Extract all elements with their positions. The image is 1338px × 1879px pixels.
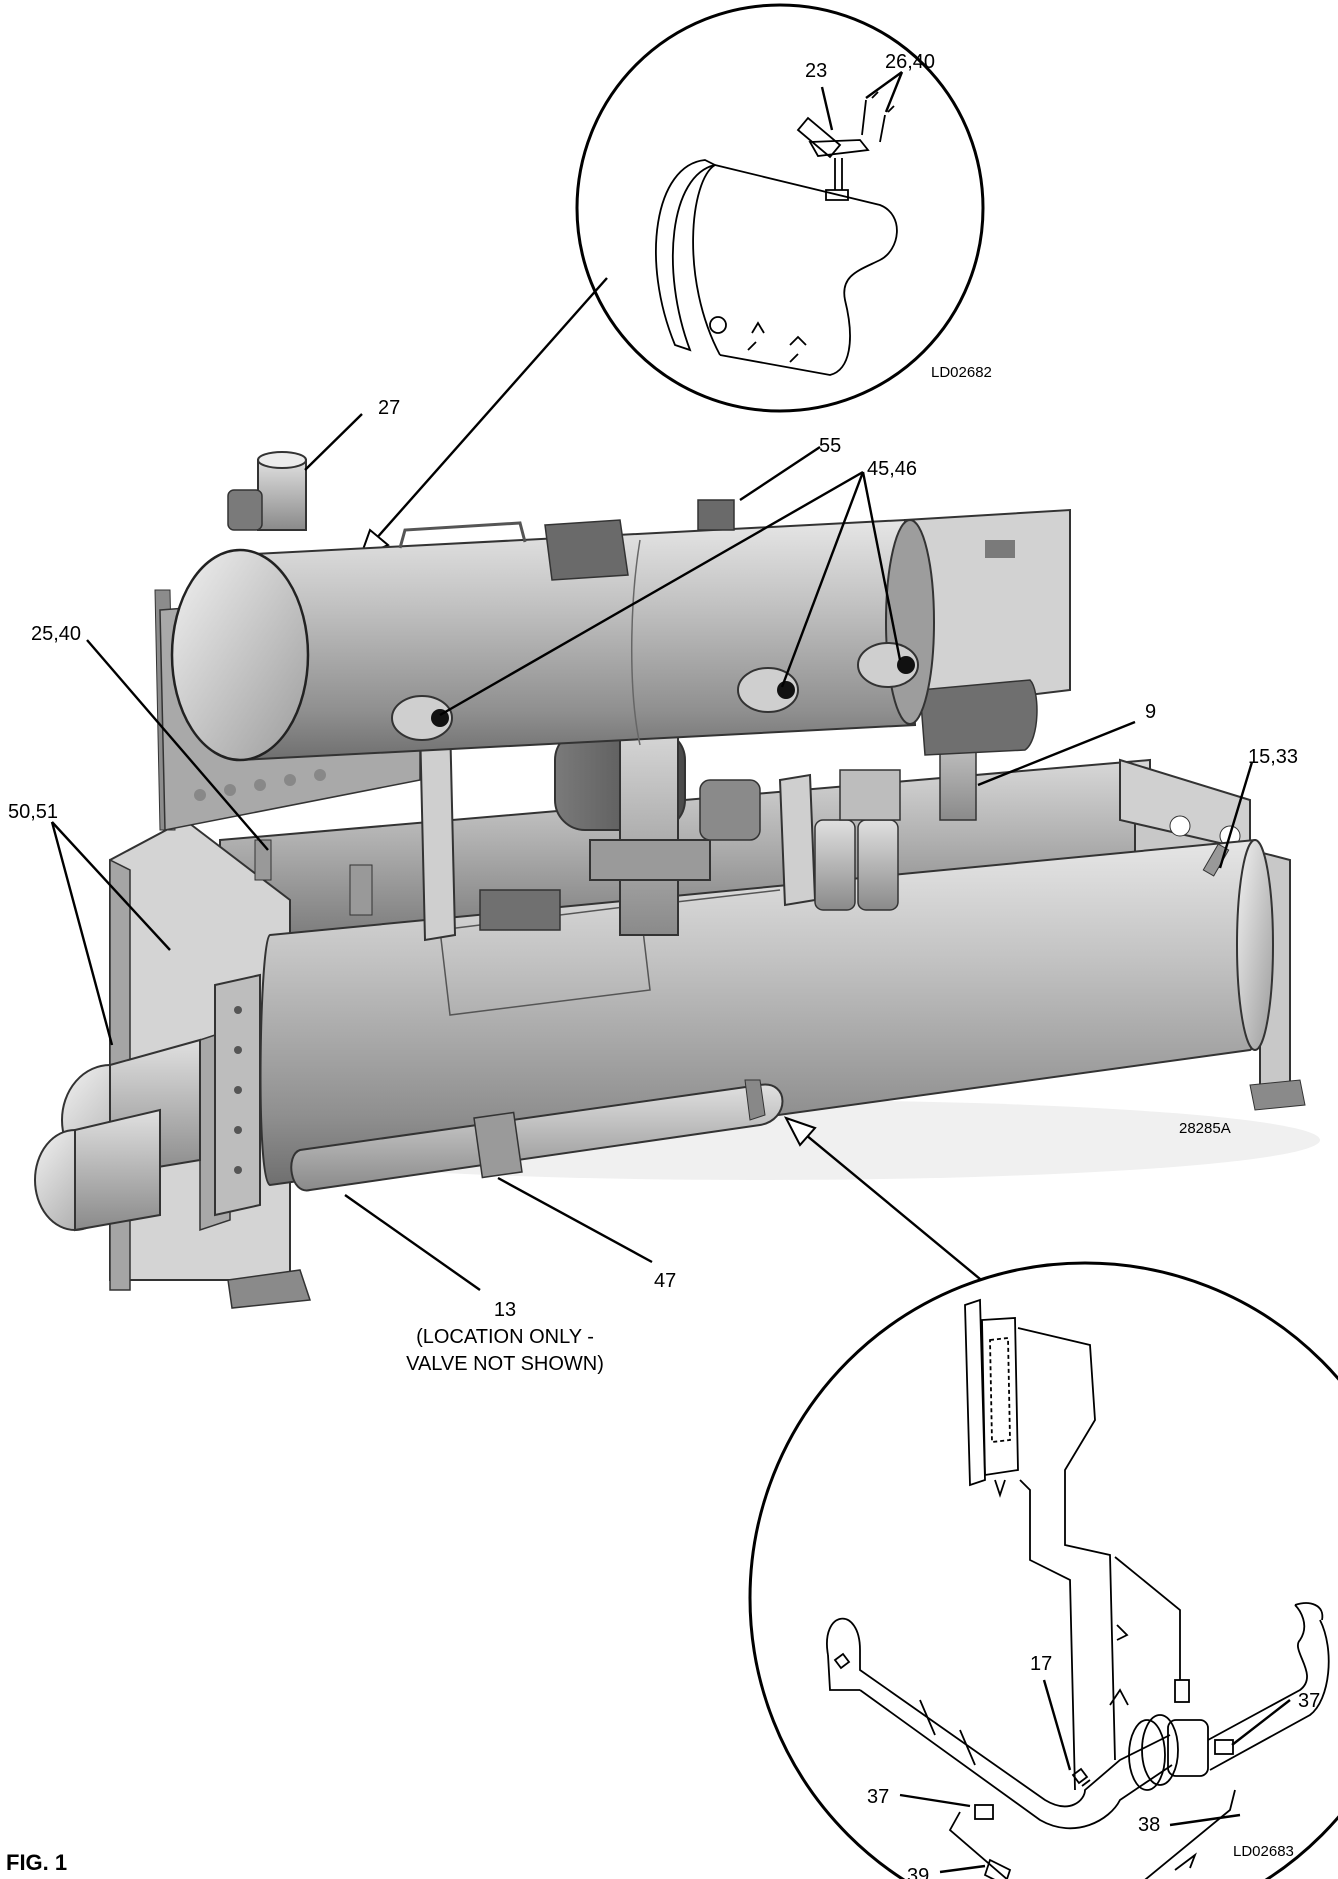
callout-17: 17 (1030, 1653, 1052, 1675)
callout-38: 38 (1138, 1814, 1160, 1836)
callout-9: 9 (1145, 701, 1156, 723)
top-inset-pointer (374, 277, 608, 541)
callout-37-left: 37 (867, 1786, 889, 1808)
callout-26-40: 26,40 (885, 51, 935, 73)
callout-25-40: 25,40 (31, 623, 81, 645)
image-code-top: LD02682 (931, 364, 992, 381)
callout-55: 55 (819, 435, 841, 457)
leader-lines (50, 413, 1254, 1291)
callout-27: 27 (378, 397, 400, 419)
callout-13-note-1: (LOCATION ONLY - (416, 1326, 594, 1348)
bottom-inset-circle (748, 1261, 1338, 1879)
callout-13: 13 (494, 1299, 516, 1321)
callout-45-46: 45,46 (867, 458, 917, 480)
image-code-main: 28285A (1179, 1120, 1231, 1137)
callout-47: 47 (654, 1270, 676, 1292)
bottom-inset-pointer (799, 1129, 1004, 1299)
figure-label: FIG. 1 (6, 1850, 67, 1875)
top-detail-inset: 23 26,40 LD02682 (575, 3, 992, 413)
callout-39: 39 (907, 1865, 929, 1879)
chiller-photo (34, 451, 1320, 1309)
callout-23: 23 (805, 60, 827, 82)
callout-13-note-2: VALVE NOT SHOWN) (406, 1353, 604, 1375)
callout-50-51: 50,51 (8, 801, 58, 823)
image-code-bottom: LD02683 (1233, 1843, 1294, 1860)
callout-37-right: 37 (1298, 1690, 1320, 1712)
callout-15-33: 15,33 (1248, 746, 1298, 768)
leader-23 (820, 86, 834, 131)
upper-shell-end (170, 548, 310, 762)
